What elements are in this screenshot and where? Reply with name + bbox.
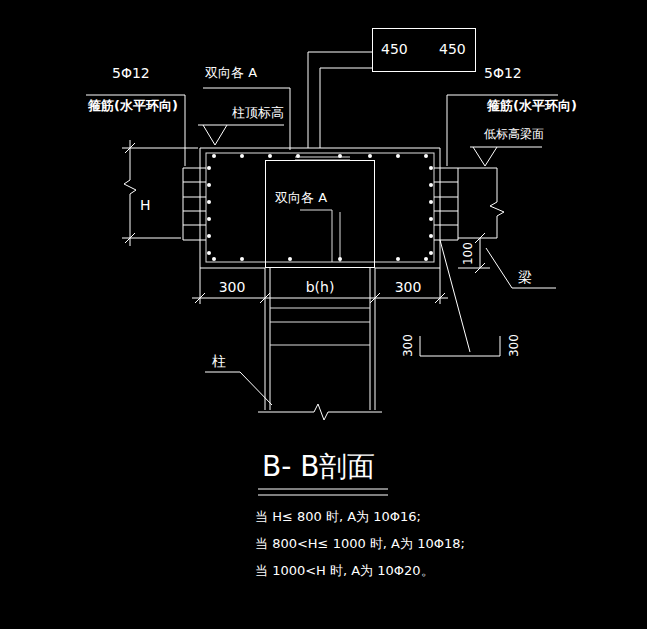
leader-line xyxy=(205,372,272,405)
dimension-label: 300 xyxy=(507,335,520,358)
note-text: 当 H≤ 800 时, A为 10Φ16; xyxy=(255,510,421,524)
node-text: 双向各 A xyxy=(275,191,327,205)
column-outline xyxy=(308,52,372,148)
column-outline xyxy=(265,268,375,410)
dimension-label: 300 xyxy=(395,280,422,295)
break-line xyxy=(258,404,382,420)
dimension-label: 300 xyxy=(401,335,414,358)
dimension-box: 450 450 xyxy=(372,28,476,72)
elevation-mark xyxy=(470,147,542,166)
dimension-label: 100 xyxy=(461,243,474,266)
node-text: 450 xyxy=(439,42,466,57)
dimension-label: b(h) xyxy=(306,280,335,295)
stirrup xyxy=(183,168,206,240)
part-name: 柱 xyxy=(212,354,226,369)
dimension-label: H xyxy=(140,198,151,213)
leader-line xyxy=(486,248,556,288)
part-name: 梁 xyxy=(518,270,532,285)
dimension-line xyxy=(122,140,198,246)
elevation-mark xyxy=(198,125,284,145)
leader-line xyxy=(203,88,290,150)
title-underline xyxy=(258,489,388,495)
bent-bar xyxy=(300,210,340,262)
dimension-label: 300 xyxy=(219,280,246,295)
beam-outline xyxy=(458,168,504,238)
rebar-dots xyxy=(207,154,433,261)
node-text: 450 xyxy=(381,42,408,57)
rebar-note: 箍筋(水平环向) xyxy=(88,99,178,113)
leader-line xyxy=(86,95,185,166)
elevation-label: 低标高梁面 xyxy=(484,128,544,141)
cap-outline xyxy=(200,148,440,268)
section-title: B- B剖面 xyxy=(262,452,375,483)
column-zone: 双向各 A xyxy=(265,160,375,268)
stirrup xyxy=(434,168,458,240)
rebar-spec: 5Φ12 xyxy=(484,66,522,81)
stirrup xyxy=(270,308,370,345)
dimension-line xyxy=(192,268,448,304)
rebar-spec: 双向各 A xyxy=(205,66,257,80)
bent-bar-detail xyxy=(420,336,500,356)
dimension-line xyxy=(458,233,490,273)
rebar-spec: 5Φ12 xyxy=(112,66,150,81)
rebar-cage xyxy=(206,153,434,262)
elevation-label: 柱顶标高 xyxy=(232,106,284,120)
note-text: 当 800<H≤ 1000 时, A为 10Φ18; xyxy=(255,537,465,551)
rebar-note: 箍筋(水平环向) xyxy=(487,99,577,113)
note-text: 当 1000<H 时, A为 10Φ20。 xyxy=(255,564,434,578)
